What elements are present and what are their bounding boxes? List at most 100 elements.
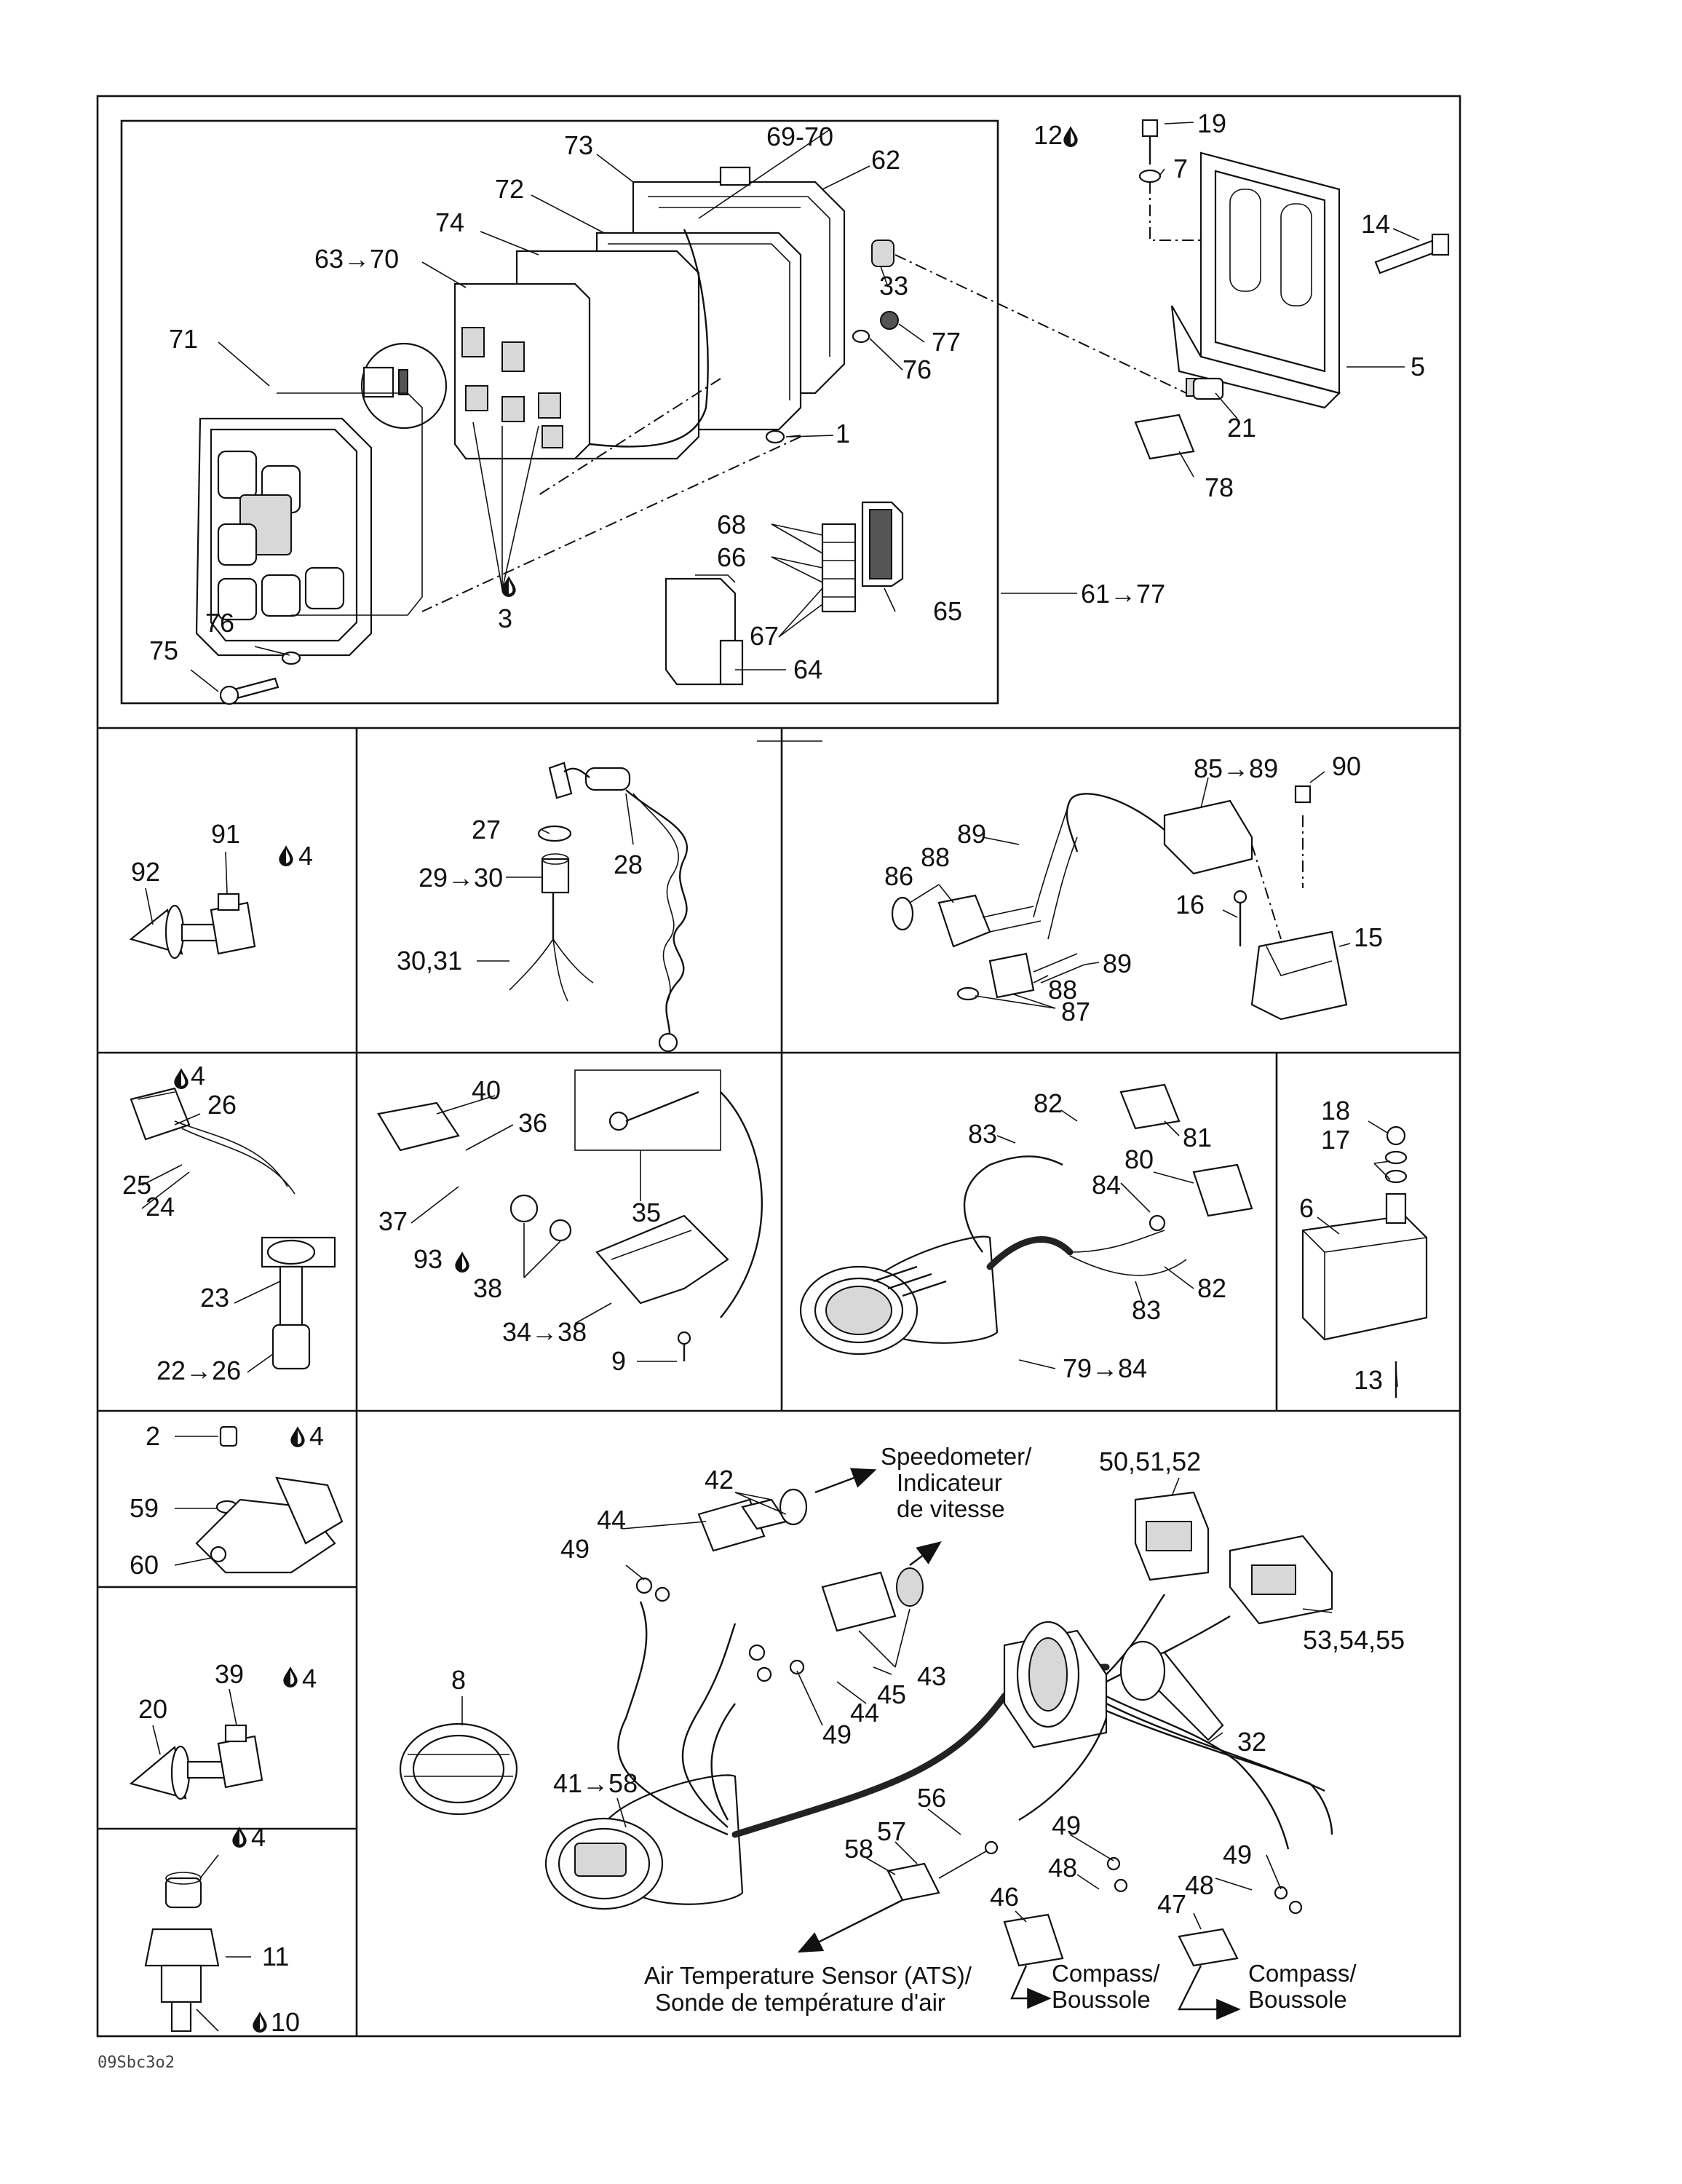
label-40: 40: [472, 1075, 501, 1105]
label-14: 14: [1361, 209, 1390, 239]
label-65: 65: [933, 596, 962, 626]
label-47: 47: [1157, 1889, 1186, 1919]
label-71: 71: [169, 324, 198, 354]
caption-compass1-fr: Boussole: [1052, 1986, 1151, 2013]
label-48a: 48: [1048, 1853, 1077, 1883]
label-4e: 4: [251, 1822, 266, 1852]
leader-lines: [138, 122, 1420, 2032]
panel-temp-sensor-2: [129, 1724, 263, 1800]
panel-ignition-coil: [1301, 1125, 1428, 1398]
label-17: 17: [1321, 1125, 1350, 1155]
label-64: 64: [793, 654, 822, 684]
panel-electronic-module: [195, 119, 1450, 705]
label-48b: 48: [1185, 1870, 1214, 1900]
label-26: 26: [207, 1090, 237, 1120]
label-92: 92: [131, 857, 160, 887]
label-82b: 82: [1197, 1273, 1226, 1303]
label-35: 35: [632, 1198, 661, 1227]
label-74: 74: [435, 207, 464, 237]
label-28: 28: [614, 850, 643, 879]
label-15: 15: [1354, 922, 1383, 952]
label-87: 87: [1061, 997, 1090, 1026]
label-9: 9: [611, 1346, 626, 1376]
label-58: 58: [844, 1834, 873, 1864]
label-77: 77: [932, 327, 961, 357]
label-81: 81: [1183, 1123, 1212, 1152]
label-16: 16: [1175, 890, 1205, 919]
label-36: 36: [518, 1108, 547, 1138]
label-4c: 4: [309, 1421, 324, 1451]
label-60: 60: [130, 1550, 159, 1580]
label-27: 27: [472, 815, 501, 844]
label-10: 10: [271, 2007, 300, 2037]
label-37: 37: [378, 1206, 408, 1236]
label-91: 91: [211, 819, 240, 849]
label-82a: 82: [1034, 1088, 1063, 1118]
figure-reference: 09Sbc3o2: [98, 2054, 175, 2072]
drop-icon: [232, 1827, 247, 1848]
caption-ats-fr: Sonde de température d'air: [655, 1989, 945, 2016]
label-29-30: 29→30: [418, 863, 503, 893]
label-13: 13: [1354, 1365, 1383, 1395]
caption-ats-en: Air Temperature Sensor (ATS)/: [644, 1962, 972, 1989]
label-62: 62: [871, 145, 900, 175]
panel-throttle-sensor: [377, 1069, 763, 1361]
label-39: 39: [215, 1659, 244, 1689]
label-79-84: 79→84: [1063, 1353, 1147, 1383]
label-34-38: 34→38: [502, 1317, 587, 1347]
drop-icon: [1063, 126, 1078, 147]
label-73: 73: [564, 130, 593, 160]
label-7: 7: [1173, 154, 1188, 183]
label-88a: 88: [921, 842, 950, 872]
label-68: 68: [717, 510, 746, 539]
label-49c: 49: [1052, 1811, 1081, 1840]
label-24: 24: [146, 1192, 175, 1222]
label-12: 12: [1034, 120, 1063, 150]
label-22-26: 22→26: [156, 1356, 241, 1385]
label-19: 19: [1197, 108, 1226, 138]
panel-gauge: [799, 1083, 1253, 1356]
label-56: 56: [917, 1783, 946, 1813]
drop-icon: [279, 845, 293, 866]
label-72: 72: [495, 174, 524, 204]
label-76b: 76: [903, 355, 932, 384]
label-5: 5: [1411, 352, 1425, 381]
label-76a: 76: [205, 608, 234, 638]
caption-compass1-en: Compass/: [1052, 1960, 1160, 1987]
label-41-58: 41→58: [553, 1768, 638, 1798]
frame-grid: [96, 95, 1461, 2038]
label-85-89: 85→89: [1194, 753, 1278, 783]
label-49d: 49: [1223, 1840, 1252, 1870]
label-61-77: 61→77: [1081, 579, 1165, 609]
drop-icon: [455, 1251, 469, 1273]
drop-icon: [174, 1068, 189, 1089]
label-93: 93: [413, 1244, 443, 1274]
caption-compass2-en: Compass/: [1248, 1960, 1357, 1987]
label-83b: 83: [1132, 1295, 1161, 1325]
label-89b: 89: [1103, 949, 1132, 978]
panel-harness: [399, 1488, 1333, 1967]
label-4b: 4: [191, 1061, 205, 1091]
drop-icon: [501, 576, 516, 597]
caption-compass2-fr: Boussole: [1248, 1986, 1347, 2013]
label-45: 45: [877, 1679, 906, 1709]
label-78: 78: [1205, 472, 1234, 502]
panel-dess-connectors: [891, 785, 1348, 1021]
label-84: 84: [1092, 1170, 1121, 1200]
caption-speedometer-en: Speedometer/: [881, 1443, 1032, 1470]
label-49b: 49: [822, 1720, 852, 1749]
drop-icon: [253, 2011, 267, 2033]
label-23: 23: [200, 1283, 229, 1313]
label-44a: 44: [597, 1505, 626, 1535]
label-59: 59: [130, 1493, 159, 1523]
label-38: 38: [473, 1273, 502, 1303]
label-46: 46: [990, 1882, 1019, 1912]
label-88b: 88: [1048, 975, 1077, 1005]
caption-speedometer-fr1: Indicateur: [897, 1469, 1002, 1496]
label-4a: 4: [298, 841, 313, 871]
panel-sensor-bracket: [195, 1425, 344, 1574]
caption-speedometer-fr2: de vitesse: [897, 1495, 1005, 1522]
panel-temp-sensor: [129, 893, 256, 960]
drop-icon: [290, 1426, 305, 1447]
label-33: 33: [879, 271, 908, 301]
